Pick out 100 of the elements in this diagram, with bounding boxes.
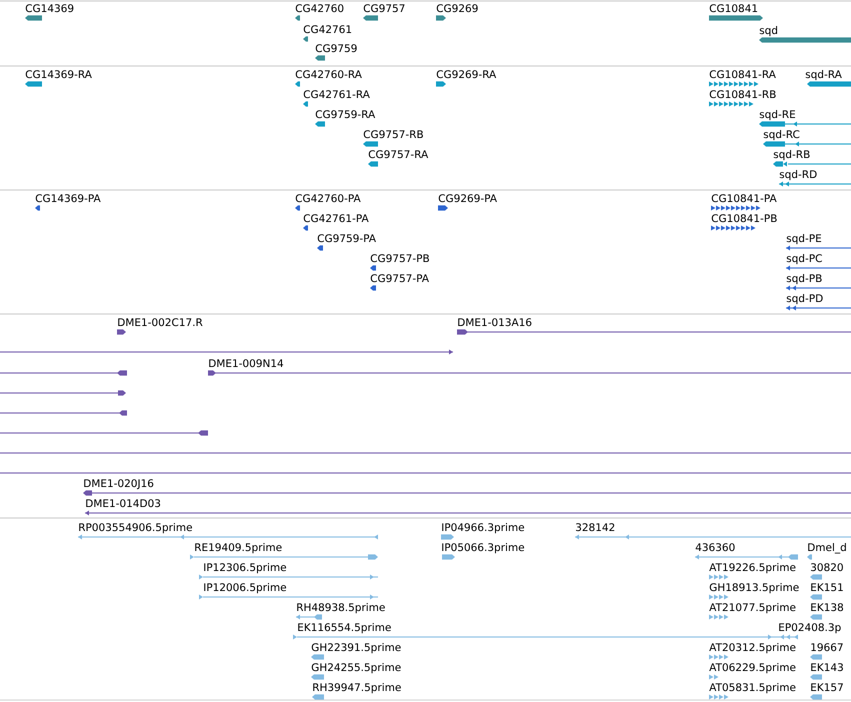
node-label: DME1-014D03 (86, 499, 160, 508)
est-feature: AT06229.5prime (709, 663, 796, 680)
transcript-feature: sqd-RA (806, 70, 851, 87)
protein-feature: sqd-PD (786, 294, 851, 310)
node-label: IP12006.5prime (204, 583, 286, 594)
transcript-feature: CG9759-RA (315, 110, 376, 127)
est-feature: 19667 (810, 643, 843, 660)
protein-feature: CG10841-PA (711, 194, 777, 210)
protein-feature: CG9759-PA (317, 234, 376, 251)
est-feature: RP003554906.5prime (78, 523, 378, 540)
clone-line (0, 370, 127, 376)
node-label: DME1-002C17.R (118, 318, 203, 326)
est-feature: EK138 (810, 603, 844, 620)
clone-line (0, 472, 851, 474)
gene-feature: CG9757 (363, 4, 404, 21)
est-feature: Dmel_d (807, 543, 846, 560)
gene-feature: CG9269 (436, 4, 478, 21)
node-label: CG10841-RA (710, 70, 776, 78)
node-label: CG42760-RA (296, 70, 362, 78)
est-feature: RH48938.5prime (296, 603, 385, 620)
protein-feature: CG42760-PA (295, 194, 361, 211)
gene-feature: CG14369 (25, 4, 74, 21)
node-label: GH22391.5prime (312, 643, 401, 654)
clone-line (0, 350, 454, 354)
node-label: CG42760-PA (296, 194, 361, 202)
node-label: CG10841-PB (712, 214, 777, 222)
node-label: EK151 (811, 583, 843, 592)
protein-feature: sqd-PC (786, 254, 851, 270)
node-label: CG42761-RA (304, 90, 370, 98)
node-label: sqd-PC (786, 254, 822, 264)
node-label: CG10841-PA (712, 194, 777, 202)
node-label: CG9757-PB (370, 254, 429, 262)
clone-line (0, 390, 126, 396)
est-feature: GH18913.5prime (709, 583, 799, 600)
transcript-feature: sqd-RD (778, 170, 851, 186)
node-label: DME1-020J16 (84, 479, 154, 490)
transcript-feature: CG10841-RB (709, 90, 776, 106)
node-label: CG9757-RB (364, 130, 423, 138)
node-label: sqd (760, 26, 778, 36)
clone-feature: DME1-013A16 (457, 318, 851, 335)
node-label: CG10841-RB (710, 90, 776, 98)
node-label: 19667 (811, 643, 843, 652)
node-label: sqd-PB (786, 274, 822, 284)
node-label: RE19409.5prime (195, 543, 282, 554)
protein-feature: CG42761-PA (303, 214, 369, 231)
node-label: CG9759-RA (316, 110, 376, 118)
node-label: AT05831.5prime (709, 683, 796, 694)
node-label: CG9269 (436, 4, 478, 12)
est-feature: AT19226.5prime (709, 563, 796, 580)
gene-feature: CG42761 (303, 25, 352, 42)
node-label: CG14369-PA (36, 194, 101, 202)
clone-line (0, 410, 127, 416)
est-feature: IP04966.3prime (441, 523, 524, 540)
node-label: EK143 (811, 663, 843, 672)
transcript-feature: CG42761-RA (303, 90, 370, 107)
node-label: CG42761 (304, 25, 352, 34)
transcript-feature: sqd-RE (759, 110, 851, 127)
node-label: sqd-RC (764, 130, 800, 140)
node-label: CG9759-PA (318, 234, 376, 242)
node-label: AT20312.5prime (709, 643, 796, 654)
node-label: IP12306.5prime (204, 563, 286, 574)
transcript-feature: CG42760-RA (295, 70, 362, 87)
est-feature: RE19409.5prime (190, 543, 378, 560)
est-feature: AT21077.5prime (709, 603, 796, 620)
node-label: EP02408.3p (779, 623, 841, 634)
est-feature: GH22391.5prime (311, 643, 401, 660)
node-label: IP05066.3prime (442, 543, 524, 554)
est-feature: EK143 (810, 663, 843, 680)
node-label: DME1-013A16 (458, 318, 532, 326)
clone-line (0, 430, 208, 436)
est-feature: 30820 (810, 563, 843, 580)
protein-feature: CG9757-PA (370, 274, 429, 291)
est-feature: EK151 (810, 583, 843, 600)
node-label: CG9269-RA (436, 70, 496, 78)
node-label: CG14369 (26, 4, 74, 12)
transcript-feature: CG10841-RA (709, 70, 776, 86)
node-label: EK116554.5prime (298, 623, 391, 634)
gene-feature: CG10841 (709, 4, 763, 21)
node-label: CG9757-PA (370, 274, 429, 282)
protein-feature: CG14369-PA (35, 194, 101, 211)
node-label: sqd-RA (806, 70, 842, 80)
node-label: CG9757-RA (368, 150, 428, 158)
clone-feature: DME1-009N14 (208, 359, 851, 376)
node-label: IP04966.3prime (442, 523, 524, 534)
node-label: sqd-RD (780, 170, 817, 180)
node-label: sqd-PE (786, 234, 822, 244)
gene-feature: CG42760 (295, 4, 344, 21)
node-label: CG14369-RA (26, 70, 92, 78)
node-label: RH39947.5prime (313, 683, 401, 694)
protein-feature: sqd-PB (786, 274, 851, 290)
node-label: CG9759 (316, 44, 357, 52)
node-label: DME1-009N14 (209, 359, 284, 368)
node-label: CG42761-PA (304, 214, 369, 222)
est-feature: 328142 (574, 523, 851, 540)
node-label: EK138 (811, 603, 844, 612)
est-feature: IP12006.5prime (199, 583, 378, 600)
est-feature: RH39947.5prime (312, 683, 401, 700)
clone-feature: DME1-002C17.R (117, 318, 202, 335)
est-feature: IP12306.5prime (199, 563, 378, 580)
protein-feature: sqd-PE (786, 234, 851, 250)
